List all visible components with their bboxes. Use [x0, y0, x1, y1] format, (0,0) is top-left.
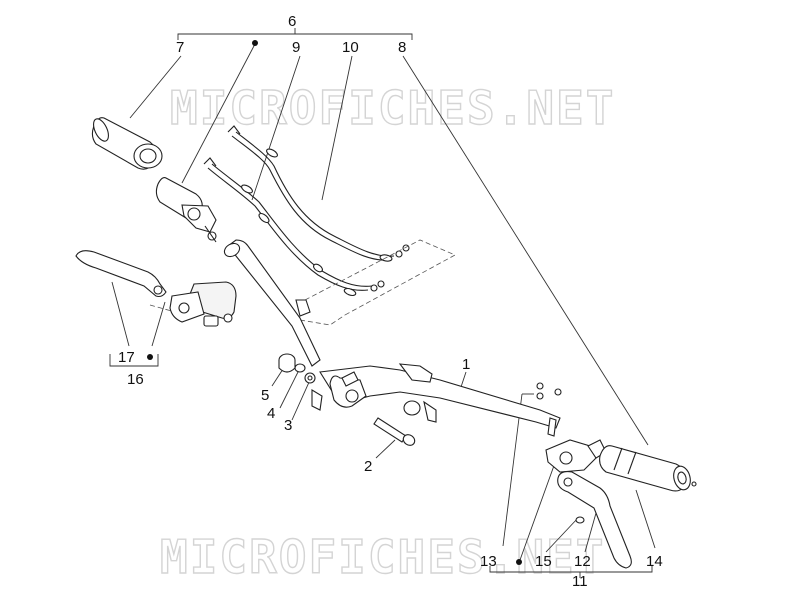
callout-8: 8 — [398, 39, 406, 56]
callout-2: 2 — [364, 458, 372, 475]
callout-10: 10 — [342, 39, 359, 56]
spacer-washer-set — [278, 353, 316, 384]
callout-1: 1 — [462, 356, 470, 373]
right-lever-mount — [536, 382, 607, 473]
callout-9: 9 — [292, 39, 300, 56]
callout-17: 17 — [118, 349, 135, 366]
callout-12: 12 — [574, 553, 591, 570]
callout-4: 4 — [267, 405, 275, 422]
callout-7: 7 — [176, 39, 184, 56]
master-cylinder — [169, 281, 237, 327]
callout-dot-15 — [516, 559, 522, 565]
callout-dot-17 — [147, 354, 153, 360]
watermark-top: MICROFICHES.NET — [170, 81, 615, 135]
callout-3: 3 — [284, 417, 292, 434]
callout-14: 14 — [646, 553, 663, 570]
throttle-grip — [155, 177, 217, 243]
callout-numbers: 6 7 9 10 8 17 16 5 4 3 2 1 13 15 12 14 1… — [118, 13, 663, 590]
right-grip — [599, 445, 697, 492]
left-brake-lever — [75, 250, 167, 298]
callout-13: 13 — [480, 553, 497, 570]
callout-11: 11 — [572, 573, 588, 590]
callout-16: 16 — [127, 371, 144, 388]
bolt — [373, 417, 416, 446]
callout-15: 15 — [535, 553, 552, 570]
left-grip — [91, 117, 163, 170]
callout-6: 6 — [288, 13, 296, 30]
right-brake-lever — [557, 471, 632, 569]
handlebar — [223, 239, 561, 429]
throttle-cables — [203, 125, 410, 297]
watermark-bottom: MICROFICHES.NET — [160, 530, 605, 584]
callout-5: 5 — [261, 387, 269, 404]
callout-dot-top — [252, 40, 258, 46]
